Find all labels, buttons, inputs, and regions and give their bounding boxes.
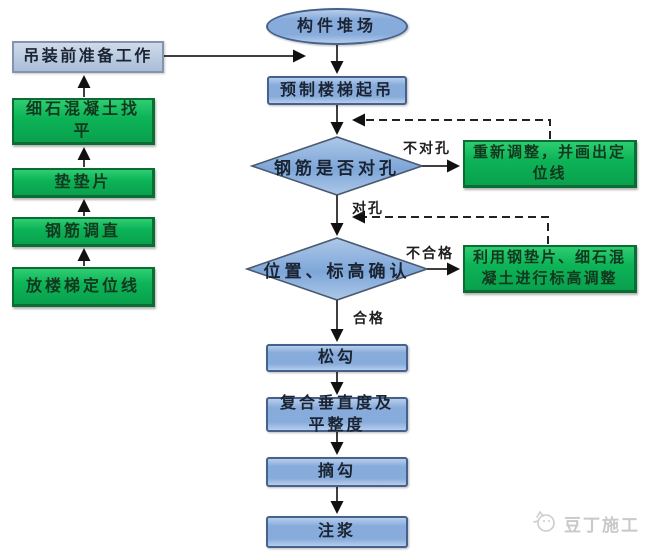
docin-logo-icon bbox=[531, 508, 559, 539]
node-hoist: 预制楼梯起吊 bbox=[267, 76, 407, 105]
edge-label-unqualified: 不合格 bbox=[406, 247, 454, 262]
node-unhook: 摘勾 bbox=[266, 457, 408, 487]
decision-position-check-label: 位置、标高确认 bbox=[263, 261, 411, 281]
node-leveling: 细石混凝土找平 bbox=[12, 98, 155, 145]
node-stockyard: 构件堆场 bbox=[266, 8, 408, 45]
dashed-readjust-return bbox=[352, 113, 551, 139]
dashed-adjust-return bbox=[352, 210, 549, 244]
edge-label-not-aligned: 不对孔 bbox=[403, 142, 451, 157]
edge-label-qualified: 合格 bbox=[353, 312, 385, 327]
watermark-text: 豆丁施工 bbox=[564, 516, 640, 535]
node-verticality-check: 复合垂直度及平整度 bbox=[266, 395, 408, 434]
edge-label-aligned: 对孔 bbox=[352, 202, 384, 217]
decision-hole-check-label: 钢筋是否对孔 bbox=[274, 158, 400, 178]
node-shim: 垫垫片 bbox=[12, 168, 155, 198]
watermark: 豆丁施工 bbox=[531, 508, 640, 539]
node-elevation-adjust: 利用钢垫片、细石混凝土进行标高调整 bbox=[463, 245, 637, 293]
node-layout-line: 放楼梯定位线 bbox=[12, 267, 155, 307]
node-prep: 吊装前准备工作 bbox=[12, 41, 164, 73]
node-loosen-hook: 松勾 bbox=[266, 344, 408, 372]
node-readjust: 重新调整，并画出定位线 bbox=[463, 140, 637, 188]
node-grouting: 注浆 bbox=[266, 516, 408, 548]
node-straighten: 钢筋调直 bbox=[12, 217, 155, 247]
